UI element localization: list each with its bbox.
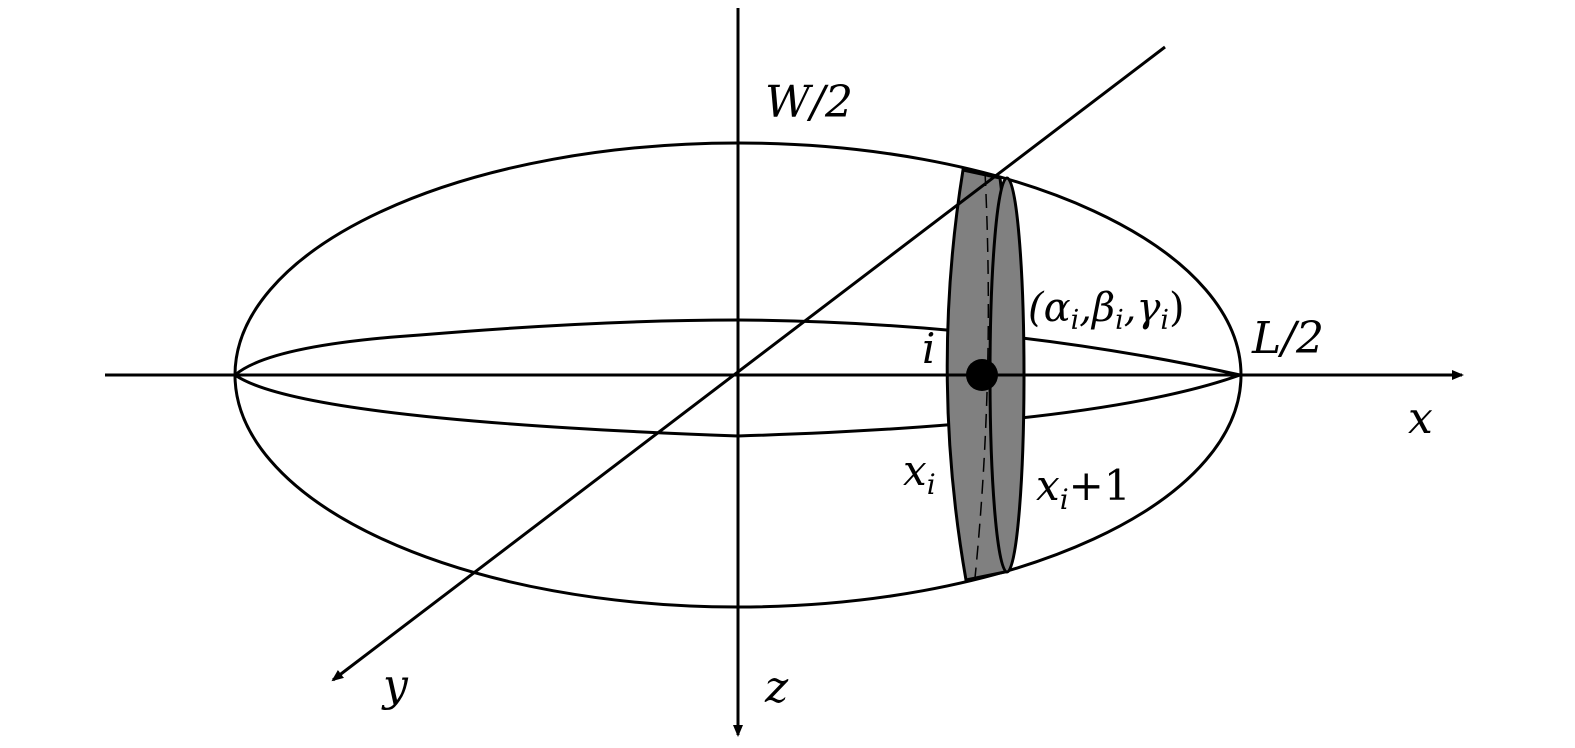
element-coords-beta: ,β <box>1079 285 1115 331</box>
left-face-sub: i <box>927 468 936 501</box>
right-face-x: x <box>1036 461 1060 510</box>
half-length-label: L/2 <box>1251 313 1324 364</box>
half-width-label: W/2 <box>765 77 853 128</box>
element-coords-sub-gamma: i <box>1160 305 1169 336</box>
right-face-sub: i <box>1060 483 1069 516</box>
left-face-x: x <box>903 446 927 495</box>
z-axis-label: z <box>764 662 789 713</box>
element-index-label: i <box>922 324 935 373</box>
element-centroid-dot <box>966 359 998 391</box>
y-axis-label: y <box>381 660 409 711</box>
y-axis <box>331 45 1166 682</box>
element-coords-label: (αi,βi,γi) <box>1028 285 1185 336</box>
element-coords-alpha: (α <box>1028 285 1071 331</box>
right-face-suffix: +1 <box>1069 461 1131 510</box>
element-coords-gamma: ,γ <box>1124 285 1161 331</box>
x-axis-label: x <box>1408 393 1433 444</box>
equator-back-arc <box>234 318 1241 377</box>
right-face-label: xi+1 <box>1036 461 1131 516</box>
left-face-label: xi <box>903 446 936 501</box>
element-coords-close: ) <box>1169 285 1185 331</box>
element-coords-sub-alpha: i <box>1071 305 1080 336</box>
element-coords-sub-beta: i <box>1115 305 1124 336</box>
